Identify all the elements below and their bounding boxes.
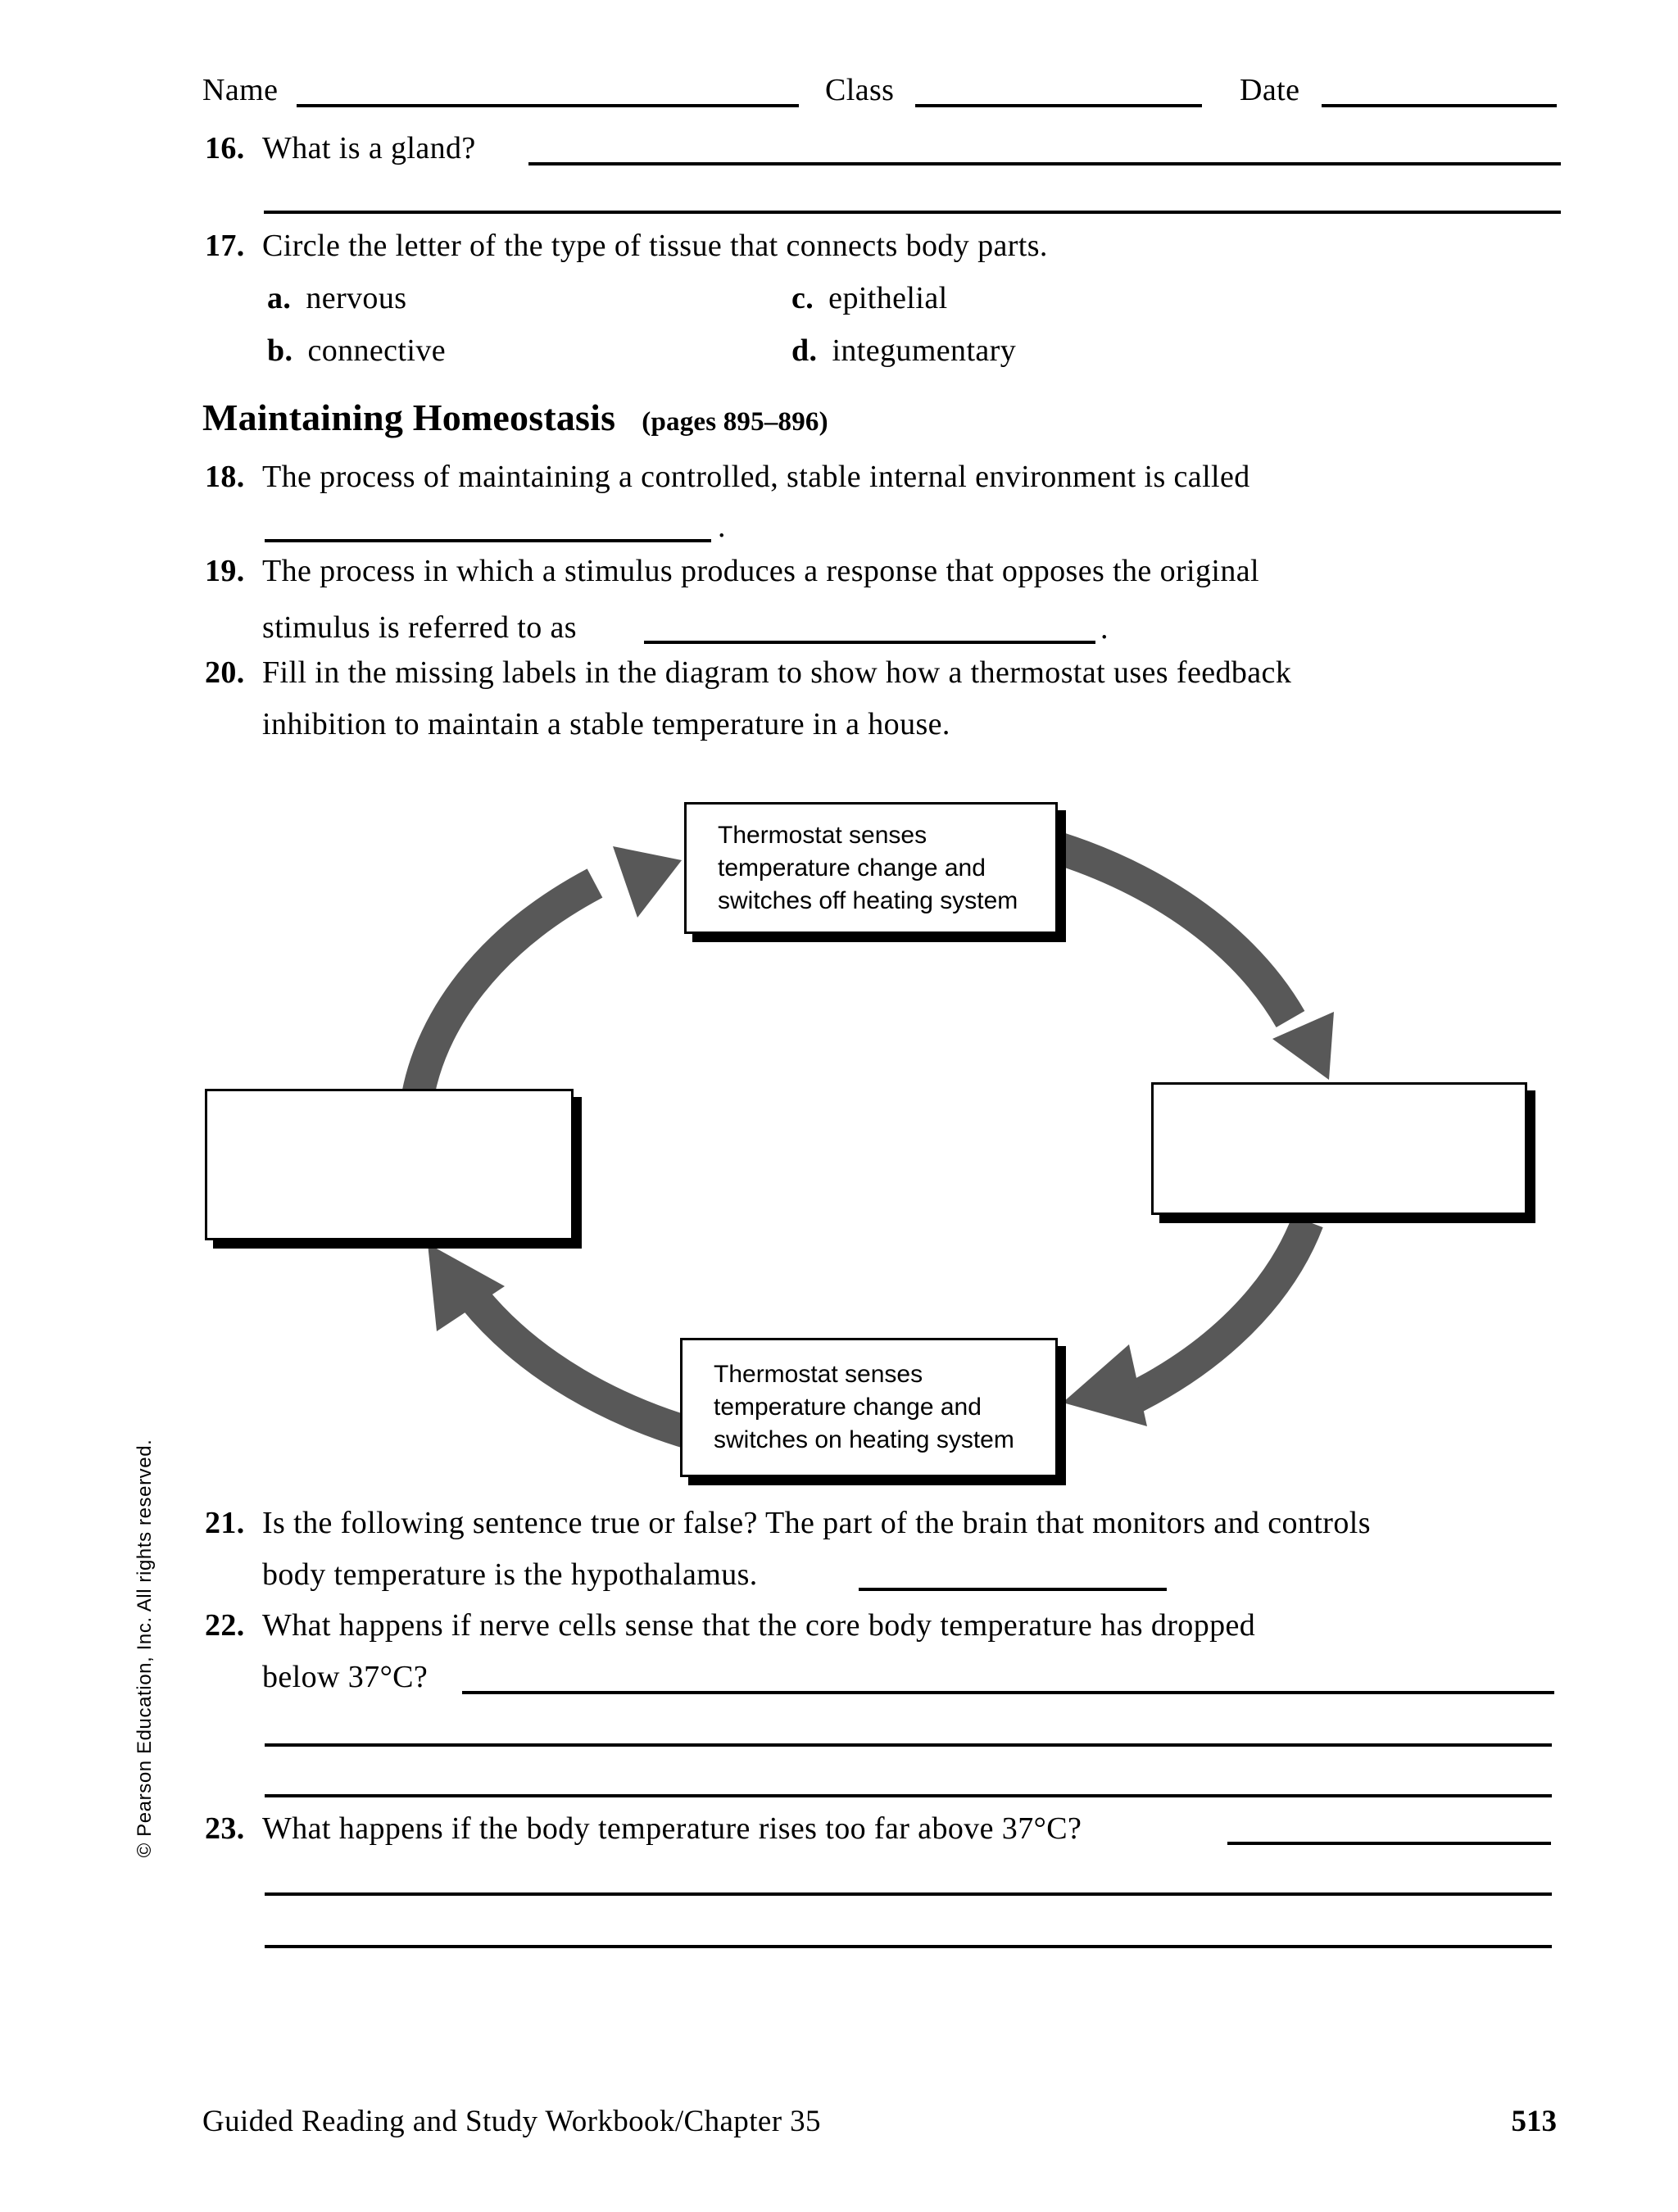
question-21: 21. Is the following sentence true or fal… [205, 1505, 1371, 1542]
question-23-number: 23. [205, 1811, 245, 1846]
question-18-number: 18. [205, 460, 245, 494]
question-20-number: 20. [205, 655, 245, 690]
option-c-label: epithelial [828, 281, 948, 315]
name-label: Name [202, 73, 279, 107]
question-18-text: The process of maintaining a controlled,… [262, 460, 1250, 494]
footer-text: Guided Reading and Study Workbook/Chapte… [202, 2105, 821, 2138]
option-a-label: nervous [306, 281, 407, 315]
q19-answer-blank[interactable] [644, 641, 1095, 644]
option-a[interactable]: a. nervous [267, 280, 406, 316]
question-21-line2: body temperature is the hypothalamus. [262, 1557, 758, 1592]
option-d-label: integumentary [832, 333, 1017, 368]
question-19-text-line1: The process in which a stimulus produces… [262, 554, 1259, 588]
arrowhead-left-to-top [613, 846, 682, 918]
question-21-number: 21. [205, 1506, 245, 1540]
question-19-line2: stimulus is referred to as [262, 610, 577, 645]
date-blank[interactable] [1322, 104, 1557, 107]
q18-period: . [718, 510, 726, 544]
question-16-number: 16. [205, 131, 245, 165]
q19-period: . [1100, 611, 1109, 646]
question-22: 22. What happens if nerve cells sense tha… [205, 1607, 1255, 1644]
question-17: 17. Circle the letter of the type of tiss… [205, 228, 1048, 265]
option-b-letter: b. [267, 333, 293, 368]
class-label: Class [825, 73, 895, 107]
option-b-label: connective [307, 333, 447, 368]
diagram-box-bottom-line2: temperature change and [714, 1394, 982, 1421]
question-21-text-line1: Is the following sentence true or false?… [262, 1506, 1371, 1540]
option-c-letter: c. [791, 281, 814, 315]
q21-answer-blank[interactable] [859, 1588, 1167, 1591]
name-blank[interactable] [297, 104, 799, 107]
question-16-text: What is a gland? [262, 131, 476, 165]
class-blank[interactable] [915, 104, 1202, 107]
copyright-vertical: © Pearson Education, Inc. All rights res… [134, 1439, 156, 1858]
date-label: Date [1240, 73, 1300, 107]
question-22-number: 22. [205, 1608, 245, 1643]
question-18: 18. The process of maintaining a controll… [205, 459, 1250, 496]
question-16: 16. What is a gland? [205, 130, 476, 167]
diagram-box-top-line1: Thermostat senses [718, 821, 927, 849]
arrow-bottom-to-left [461, 1288, 717, 1456]
question-19-number: 19. [205, 554, 245, 588]
q18-answer-blank[interactable] [265, 539, 711, 542]
question-19: 19. The process in which a stimulus produ… [205, 553, 1259, 590]
arrowhead-right-to-bottom [1063, 1344, 1147, 1426]
diagram-box-top-line3: switches off heating system [718, 886, 1018, 914]
option-c[interactable]: c. epithelial [791, 280, 948, 316]
arrowhead-top-to-right [1272, 1012, 1334, 1080]
question-20: 20. Fill in the missing labels in the dia… [205, 655, 1291, 691]
arrow-left-to-top [399, 868, 603, 1113]
diagram-box-right-blank[interactable] [1151, 1082, 1527, 1215]
question-23: 23. What happens if the body temperature … [205, 1811, 1082, 1847]
question-23-text: What happens if the body temperature ris… [262, 1811, 1082, 1846]
diagram-box-bottom-line3: switches on heating system [714, 1426, 1014, 1453]
q23-answer-blank[interactable] [1227, 1842, 1551, 1845]
question-17-number: 17. [205, 229, 245, 263]
option-d-letter: d. [791, 333, 818, 368]
option-d[interactable]: d. integumentary [791, 333, 1016, 369]
section-heading: Maintaining Homeostasis (pages 895–896) [202, 396, 828, 440]
question-20-text-line1: Fill in the missing labels in the diagra… [262, 655, 1292, 690]
option-b[interactable]: b. connective [267, 333, 446, 369]
arrowhead-bottom-to-left [428, 1244, 505, 1331]
question-22-text-line1: What happens if nerve cells sense that t… [262, 1608, 1256, 1643]
option-a-letter: a. [267, 281, 292, 315]
q22-answer-line-2[interactable] [265, 1743, 1552, 1747]
question-17-text: Circle the letter of the type of tissue … [262, 229, 1048, 263]
question-22-line2: below 37°C? [262, 1660, 429, 1694]
page-number: 513 [1511, 2105, 1558, 2138]
q22-answer-blank[interactable] [462, 1691, 1554, 1694]
arrow-right-to-bottom [1122, 1215, 1323, 1415]
diagram-box-bottom: Thermostat senses temperature change and… [680, 1338, 1058, 1477]
q16-answer-line-2[interactable] [264, 211, 1561, 214]
q16-answer-line-1[interactable] [528, 162, 1561, 165]
diagram-box-bottom-line1: Thermostat senses [714, 1361, 923, 1388]
diagram-box-top-line2: temperature change and [718, 854, 986, 882]
diagram-box-left-blank[interactable] [205, 1089, 574, 1240]
diagram-box-top: Thermostat senses temperature change and… [684, 802, 1058, 934]
question-20-line2: inhibition to maintain a stable temperat… [262, 707, 950, 741]
q23-answer-line-3[interactable] [265, 1945, 1552, 1948]
q23-answer-line-2[interactable] [265, 1892, 1552, 1896]
section-title: Maintaining Homeostasis [202, 397, 616, 438]
q22-answer-line-3[interactable] [265, 1794, 1552, 1797]
section-pages-ref: (pages 895–896) [642, 407, 828, 437]
